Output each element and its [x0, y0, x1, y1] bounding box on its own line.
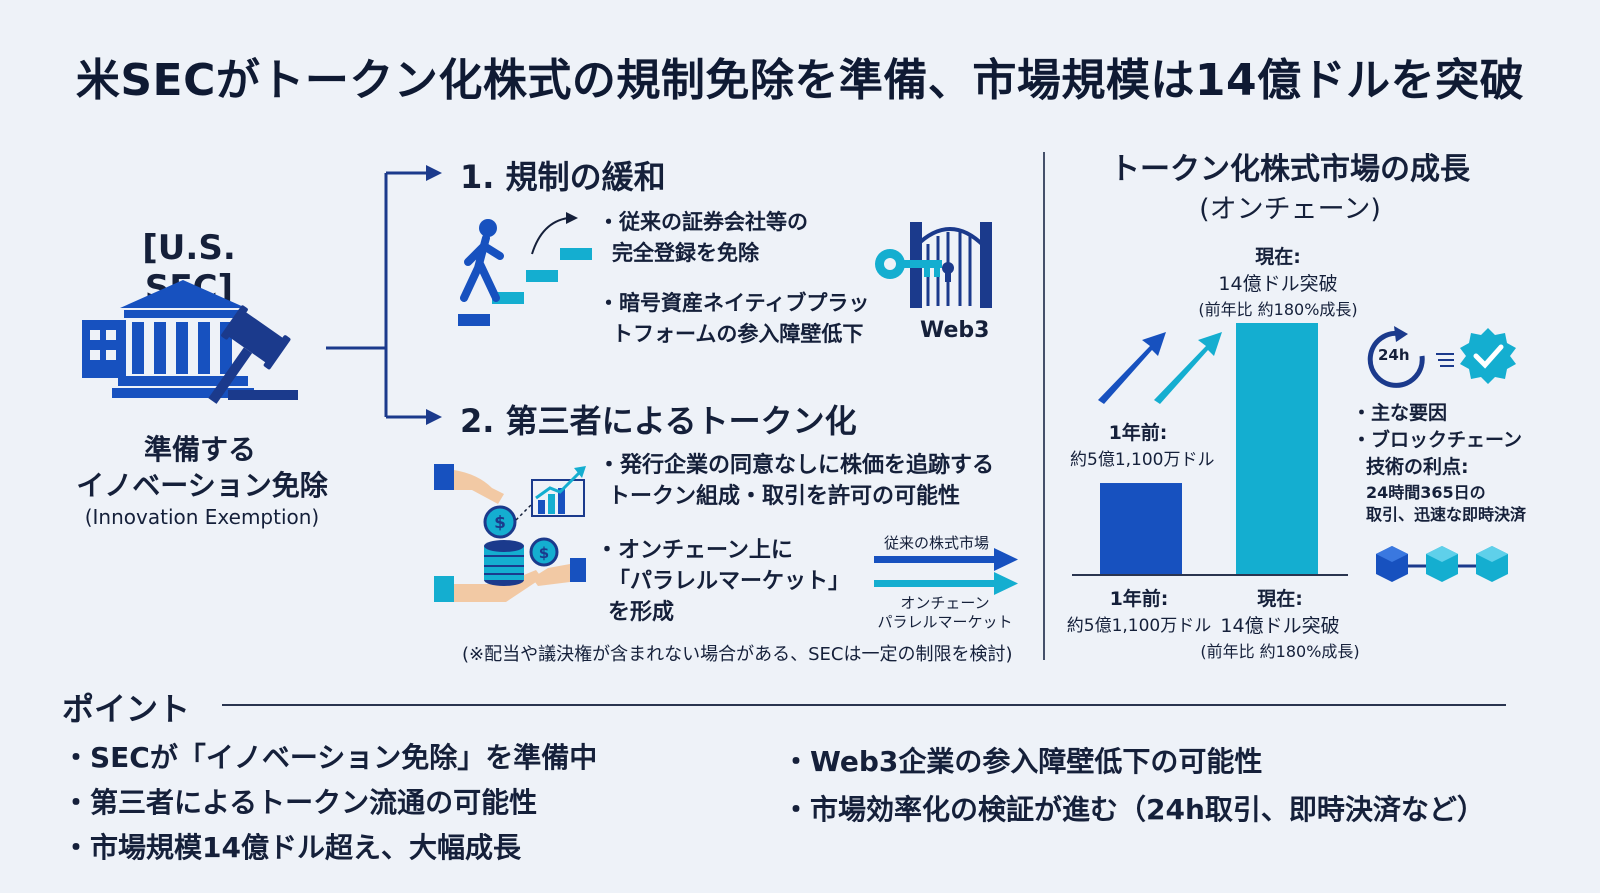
svg-text:$: $	[494, 513, 506, 533]
points-divider	[222, 704, 1506, 706]
bar-value-label-2-line3: (前年比 約180%成長)	[1198, 300, 1358, 319]
chart-title-line2: (オンチェーン)	[1199, 194, 1381, 225]
axis-label-1-line1: 1年前:	[1109, 588, 1169, 610]
page-title: 米SECがトークン化株式の規制免除を準備、市場規模は14億ドルを突破	[75, 55, 1525, 106]
chart-title-line1: トークン化株式市場の成長	[1110, 152, 1470, 187]
sec-caption-line2: イノベーション免除	[76, 469, 328, 502]
sec-caption-line3: (Innovation Exemption)	[84, 505, 320, 529]
axis-label-2-line1: 現在:	[1257, 588, 1303, 610]
section1-bullet2-line2: トフォームの参入障壁低下	[612, 322, 864, 346]
factor-line1: ・主な要因	[1352, 402, 1448, 424]
courthouse-gavel-icon	[82, 280, 298, 404]
bar-1	[1100, 483, 1182, 575]
factor-line2: ・ブロックチェーン	[1352, 429, 1523, 451]
section1-bullet1-line1: ・従来の証券会社等の	[598, 210, 808, 234]
axis-label-1: 1年前: 約5億1,100万ドル	[1066, 584, 1212, 636]
climbing-stairs-icon	[458, 212, 592, 326]
key-gate-icon	[875, 222, 992, 308]
bar-2	[1236, 323, 1318, 575]
point-left-2: ・第三者によるトークン流通の可能性	[62, 786, 538, 819]
bar-value-label-2: 現在: 14億ドル突破 (前年比 約180%成長)	[1196, 242, 1360, 320]
bar-value-label-1-line2: 約5億1,100万ドル	[1070, 450, 1215, 470]
points-title: ポイント	[62, 690, 191, 728]
section1-bullet2-line1: ・暗号資産ネイティブプラッ	[598, 291, 870, 315]
sec-caption-line1: 準備する	[143, 433, 256, 466]
parallel-market-arrows	[874, 548, 1018, 595]
point-right-1: ・Web3企業の参入障壁低下の可能性	[782, 745, 1263, 778]
section2-bullet2-line3: を形成	[608, 600, 675, 625]
chart-bars	[1100, 323, 1318, 575]
clock-check-icon	[1367, 326, 1516, 388]
growth-arrows-icon	[1098, 332, 1222, 404]
chart-title: トークン化株式市場の成長 (オンチェーン)	[1090, 150, 1490, 230]
bar-value-label-2-line2: 14億ドル突破	[1218, 273, 1338, 295]
axis-label-2-line3: (前年比 約180%成長)	[1200, 642, 1360, 661]
section2-bullet2-line1: ・オンチェーン上に	[596, 538, 793, 563]
branch-connector	[326, 165, 442, 425]
coins-hands-icon: $ $	[434, 464, 586, 602]
bar-value-label-2-line1: 現在:	[1255, 246, 1301, 268]
factor-line3: 技術の利点:	[1366, 456, 1469, 478]
point-left-1: ・SECが「イノベーション免除」を準備中	[62, 741, 598, 774]
axis-label-2: 現在: 14億ドル突破 (前年比 約180%成長)	[1200, 584, 1360, 662]
point-left-3: ・市場規模14億ドル超え、大幅成長	[62, 831, 521, 864]
onchain-label-line1: オンチェーン	[900, 594, 990, 612]
section2-bullet1-line2: トークン組成・取引を許可の可能性	[608, 484, 961, 509]
bar-value-label-1: 1年前: 約5億1,100万ドル	[1070, 418, 1215, 470]
traditional-market-label: 従来の株式市場	[884, 534, 990, 552]
vertical-divider	[1043, 152, 1045, 660]
web3-label: Web3	[920, 318, 990, 343]
section2-note: (※配当や議決権が含まれない場合がある、SECは一定の制限を検討)	[462, 644, 1013, 665]
market-growth-bar-chart	[1072, 323, 1348, 576]
axis-label-1-line2: 約5億1,100万ドル	[1066, 616, 1212, 636]
factor-line5: 取引、迅速な即時決済	[1366, 505, 1527, 524]
clock-label: 24h	[1378, 346, 1410, 364]
svg-text:$: $	[539, 544, 549, 562]
section2-bullet1-line1: ・発行企業の同意なしに株価を追跡する	[598, 453, 995, 478]
factor-line4: 24時間365日の	[1366, 483, 1486, 502]
section1-title: 1. 規制の緩和	[460, 158, 666, 196]
point-right-2: ・市場効率化の検証が進む（24h取引、即時決済など）	[782, 793, 1485, 826]
section1-bullet1-line2: 完全登録を免除	[612, 241, 759, 265]
blockchain-cubes-icon	[1376, 546, 1508, 582]
onchain-label-line2: パラレルマーケット	[877, 613, 1013, 631]
section2-bullet2-line2: 「パラレルマーケット」	[608, 569, 851, 594]
section2-title: 2. 第三者によるトークン化	[460, 402, 857, 440]
axis-label-2-line2: 14億ドル突破	[1220, 615, 1340, 637]
bar-value-label-1-line1: 1年前:	[1108, 422, 1168, 444]
